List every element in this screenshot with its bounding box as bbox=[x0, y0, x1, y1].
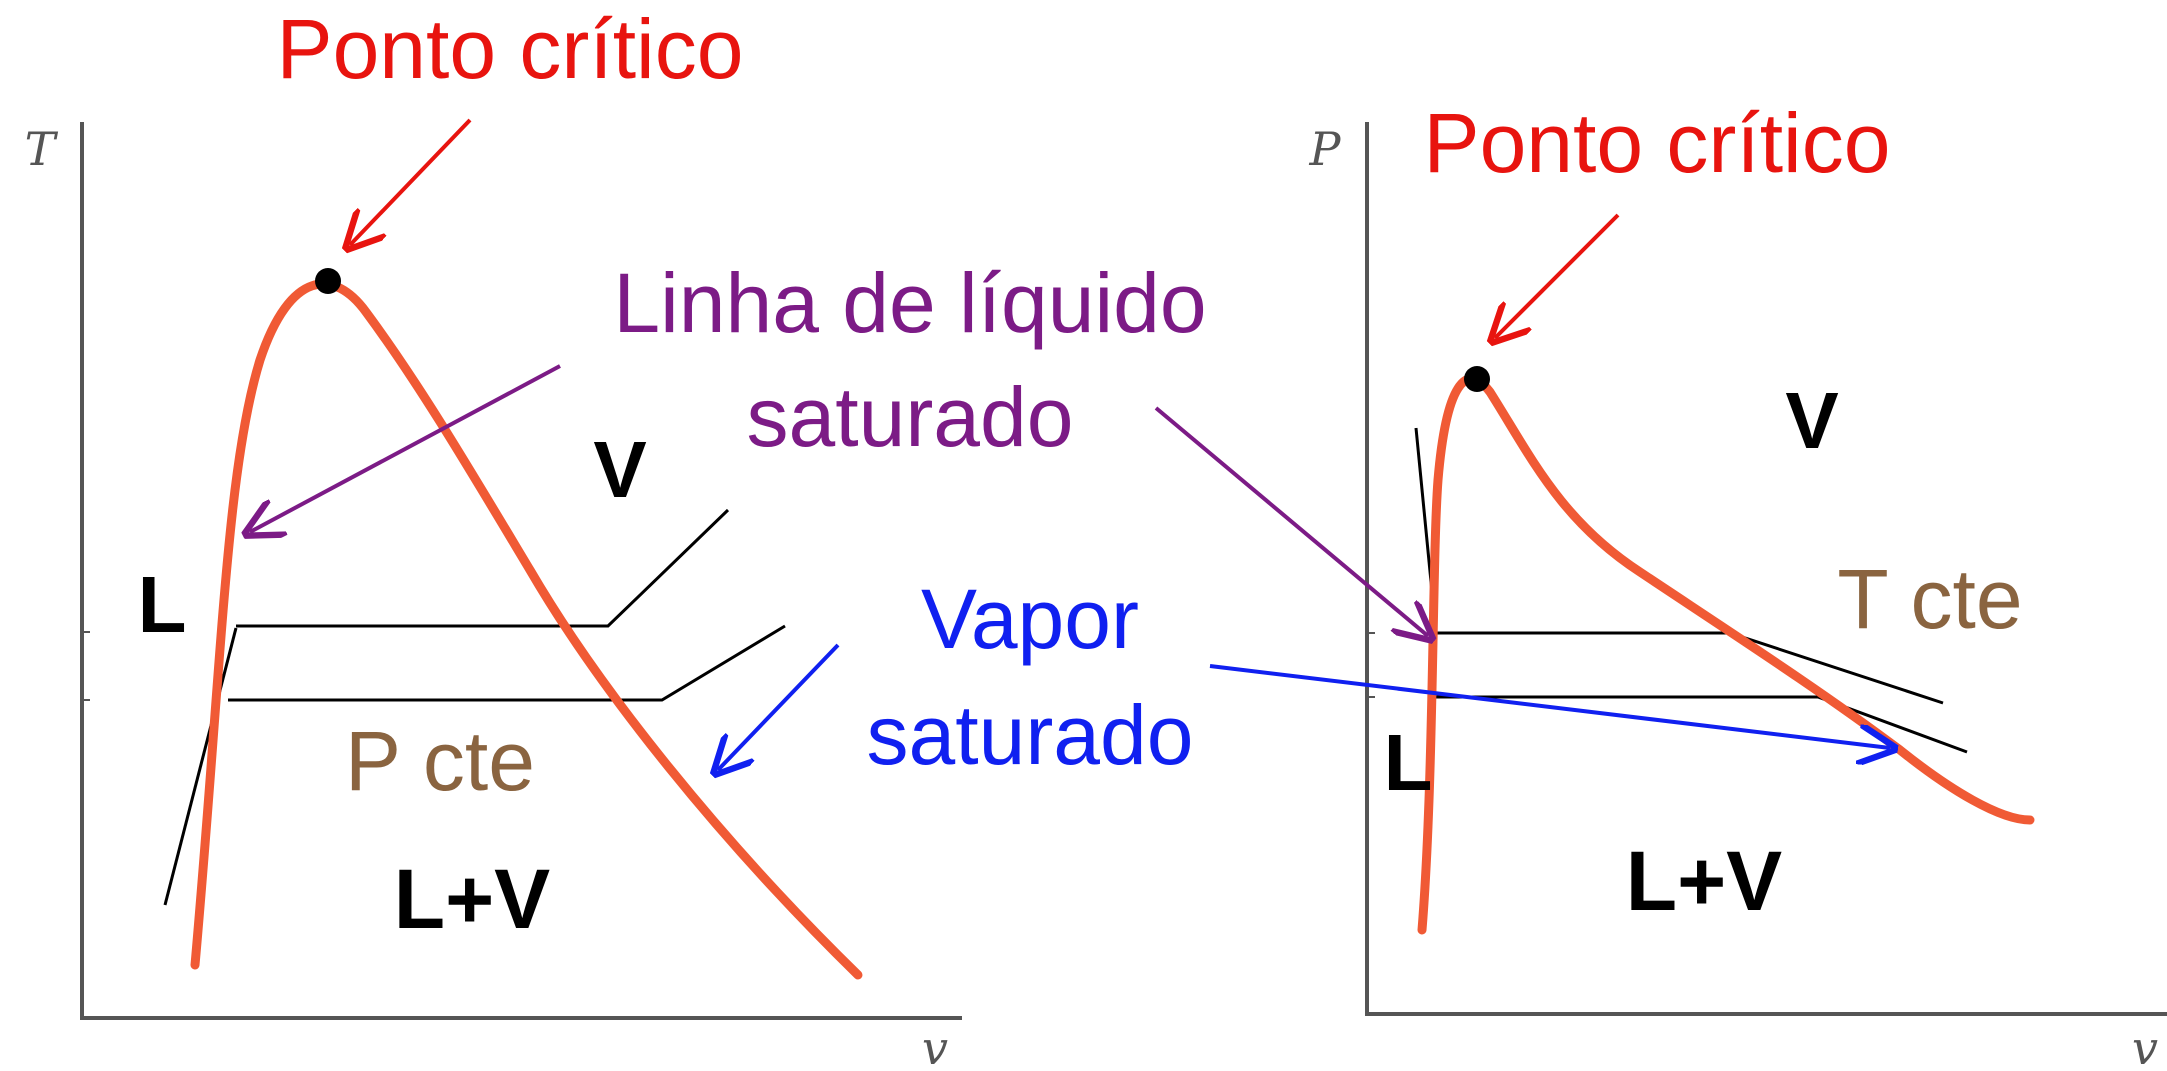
pv-region-mixture: L+V bbox=[1626, 834, 1782, 928]
tv-region-vapor: V bbox=[593, 425, 646, 514]
tv-isobar-lower bbox=[228, 624, 786, 702]
pv-region-vapor: V bbox=[1785, 376, 1838, 465]
pv-critical-label: Ponto crítico bbox=[1424, 96, 1891, 190]
tv-axes bbox=[80, 122, 962, 1020]
pv-isotherm-lower bbox=[1433, 695, 1968, 754]
tv-critical-arrow bbox=[350, 118, 472, 245]
tv-critical-label: Ponto crítico bbox=[277, 2, 744, 96]
saturated-vapor-arrow-right bbox=[1209, 664, 1890, 748]
pv-axes bbox=[1365, 122, 2167, 1016]
tv-diagram: Ponto crítico T v L V L+V P cte bbox=[25, 2, 962, 1071]
pv-critical-arrow bbox=[1495, 213, 1620, 338]
tv-region-liquid: L bbox=[138, 560, 187, 649]
tv-critical-point bbox=[315, 268, 341, 294]
tv-isobar-upper bbox=[236, 508, 730, 628]
saturated-liquid-arrow-left bbox=[250, 364, 561, 532]
tv-x-axis-label: v bbox=[922, 1021, 948, 1071]
tv-region-mixture: L+V bbox=[394, 852, 550, 946]
pv-x-axis-label: v bbox=[2132, 1021, 2158, 1071]
tv-compressed-liquid-line bbox=[163, 627, 238, 906]
tv-process-label: P cte bbox=[345, 714, 535, 808]
saturated-vapor-label-line1: Vapor bbox=[921, 572, 1139, 666]
pv-region-liquid: L bbox=[1384, 718, 1433, 807]
saturated-vapor-arrow-left bbox=[718, 643, 840, 770]
saturated-liquid-label-line1: Linha de líquido bbox=[613, 256, 1206, 350]
pv-y-axis-label: P bbox=[1309, 122, 1342, 176]
saturated-liquid-arrow-right bbox=[1154, 406, 1428, 636]
saturated-vapor-annotation: Vapor saturado bbox=[718, 572, 1890, 782]
pv-diagram: Ponto crítico P v L V L+V T cte bbox=[1309, 96, 2167, 1071]
saturated-liquid-annotation: Linha de líquido saturado bbox=[250, 256, 1428, 636]
tv-saturation-dome bbox=[190, 279, 863, 980]
saturated-liquid-label-line2: saturado bbox=[747, 370, 1074, 464]
tv-y-axis-label: T bbox=[25, 122, 59, 176]
saturated-vapor-label-line2: saturado bbox=[867, 688, 1194, 782]
pv-critical-point bbox=[1464, 366, 1490, 392]
pv-process-label: T cte bbox=[1837, 552, 2022, 646]
